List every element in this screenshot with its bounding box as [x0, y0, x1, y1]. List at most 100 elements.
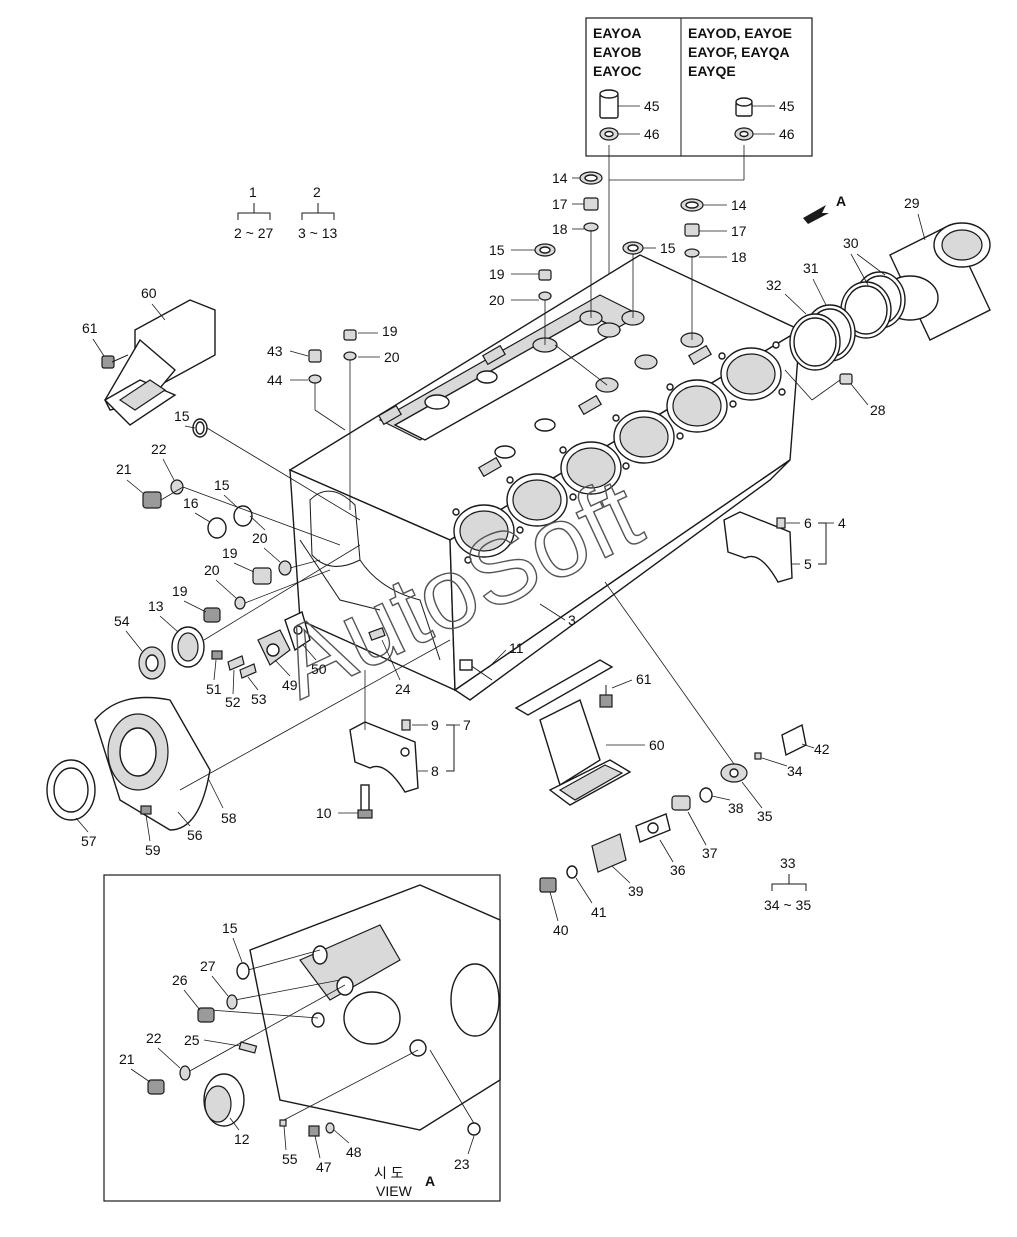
- washer-46-right-icon: [734, 127, 754, 141]
- callout-13: 13: [148, 598, 164, 614]
- callout-41: 41: [591, 904, 607, 920]
- bracket-4-5-6: 6 4 5: [786, 515, 846, 572]
- callout-31: 31: [803, 260, 819, 276]
- flange-35-icon: [720, 763, 748, 783]
- callout-37: 37: [702, 845, 718, 861]
- callout-3: 3: [568, 612, 576, 628]
- gasket-36-icon: [635, 813, 671, 843]
- callout-16: 16: [183, 495, 199, 511]
- callout-52: 52: [225, 694, 241, 710]
- callout-29: 29: [904, 195, 920, 211]
- callout-6: 6: [804, 515, 812, 531]
- plug-54-icon: [138, 646, 166, 680]
- bolt-59-icon: [140, 805, 152, 815]
- inset-callout-12: 12: [234, 1131, 250, 1147]
- group-parent-2: 2: [313, 184, 321, 200]
- bolt-61-lower-icon: [599, 685, 613, 708]
- callout-36: 36: [670, 862, 686, 878]
- top-plug-stack-left: [532, 171, 658, 393]
- bearing-cap-5-icon: [723, 511, 793, 583]
- callout-42: 42: [814, 741, 830, 757]
- model-left-3: EAYOC: [593, 63, 642, 79]
- inset-ball-23-icon: [467, 1122, 481, 1136]
- nozzle-53-icon: [239, 663, 257, 679]
- seal-16-icon: [207, 517, 227, 539]
- view-korean: 시 도: [374, 1165, 404, 1181]
- callout-19b: 19: [382, 323, 398, 339]
- bolt-10-icon: [357, 784, 373, 819]
- adapter-39-icon: [591, 833, 627, 873]
- callout-56: 56: [187, 827, 203, 843]
- group-bracket-2: 2 3 ~ 13: [298, 184, 338, 241]
- inset-callout-15: 15: [222, 920, 238, 936]
- plug-45-short-icon: [735, 97, 753, 117]
- bushing-13-icon: [171, 626, 205, 668]
- front-cover-56-icon: [94, 696, 211, 831]
- plug-28-icon: [839, 373, 853, 385]
- callout-57: 57: [81, 833, 97, 849]
- model-variant-box: EAYOA EAYOB EAYOC EAYOD, EAYOE EAYOF, EA…: [585, 17, 813, 157]
- plug-45-long-icon: [599, 89, 619, 119]
- callout-45a: 45: [644, 98, 660, 114]
- model-left-2: EAYOB: [593, 44, 642, 60]
- inset-plug-21-icon: [147, 1079, 165, 1095]
- bearing-cap-8-icon: [349, 721, 419, 793]
- group-parent-1: 1: [249, 184, 257, 200]
- inset-callout-22: 22: [146, 1030, 162, 1046]
- callout-43: 43: [267, 343, 283, 359]
- view-letter: A: [425, 1173, 435, 1189]
- callout-17b: 17: [731, 223, 747, 239]
- bracket-42-icon: [781, 723, 807, 757]
- group-range-1: 2 ~ 27: [234, 225, 274, 241]
- callout-5: 5: [804, 556, 812, 572]
- callout-11: 11: [509, 640, 524, 656]
- inset-washer-27-icon: [226, 994, 238, 1010]
- view-a-arrow-icon: A: [803, 193, 846, 224]
- callout-14a: 14: [552, 170, 568, 186]
- callout-28: 28: [870, 402, 886, 418]
- seal-15-a-icon: [192, 418, 208, 438]
- callout-20a: 20: [489, 292, 505, 308]
- callout-60b: 60: [649, 737, 665, 753]
- pin-24-icon: [368, 627, 386, 641]
- callout-18b: 18: [731, 249, 747, 265]
- head-bolt-holes: [452, 341, 786, 564]
- seal-ring-32-icon: [789, 313, 841, 371]
- plug-19-a-icon: [252, 567, 272, 585]
- callout-20c: 20: [252, 530, 268, 546]
- callout-60a: 60: [141, 285, 157, 301]
- inset-callout-23: 23: [454, 1156, 470, 1172]
- model-right-3: EAYQE: [688, 63, 736, 79]
- bolt-9-icon: [401, 719, 411, 731]
- callout-19c: 19: [222, 545, 238, 561]
- callout-19d: 19: [172, 583, 188, 599]
- inset-callout-55: 55: [282, 1151, 298, 1167]
- bolt-6-icon: [776, 517, 786, 529]
- inset-callout-47: 47: [316, 1159, 332, 1175]
- inset-plug-26-icon: [197, 1007, 215, 1023]
- model-left-1: EAYOA: [593, 25, 642, 41]
- callout-51: 51: [206, 681, 222, 697]
- callout-labels: 14 17 18 14 17 18 15 19 20 15 29 30 31 3…: [75, 170, 926, 1175]
- callout-61a: 61: [82, 320, 98, 336]
- callout-19a: 19: [489, 266, 505, 282]
- callout-46a: 46: [644, 126, 660, 142]
- group-range-33: 34 ~ 35: [764, 897, 811, 913]
- inset-callout-25: 25: [184, 1032, 200, 1048]
- callout-15c: 15: [174, 408, 190, 424]
- plug-19-b-icon: [203, 607, 221, 623]
- plug-19-20-upper: [343, 329, 357, 361]
- callout-30: 30: [843, 235, 859, 251]
- engine-mount-bracket-60-upper: [103, 299, 216, 426]
- group-parent-33: 33: [780, 855, 796, 871]
- callout-46b: 46: [779, 126, 795, 142]
- callout-35: 35: [757, 808, 773, 824]
- arrow-a-label: A: [836, 193, 846, 209]
- callout-4: 4: [838, 515, 846, 531]
- cylinder-bores: [453, 347, 782, 558]
- washer-22-icon: [170, 479, 184, 495]
- nozzle-52-icon: [227, 655, 245, 671]
- plug-21-icon: [142, 491, 162, 509]
- callout-44: 44: [267, 372, 283, 388]
